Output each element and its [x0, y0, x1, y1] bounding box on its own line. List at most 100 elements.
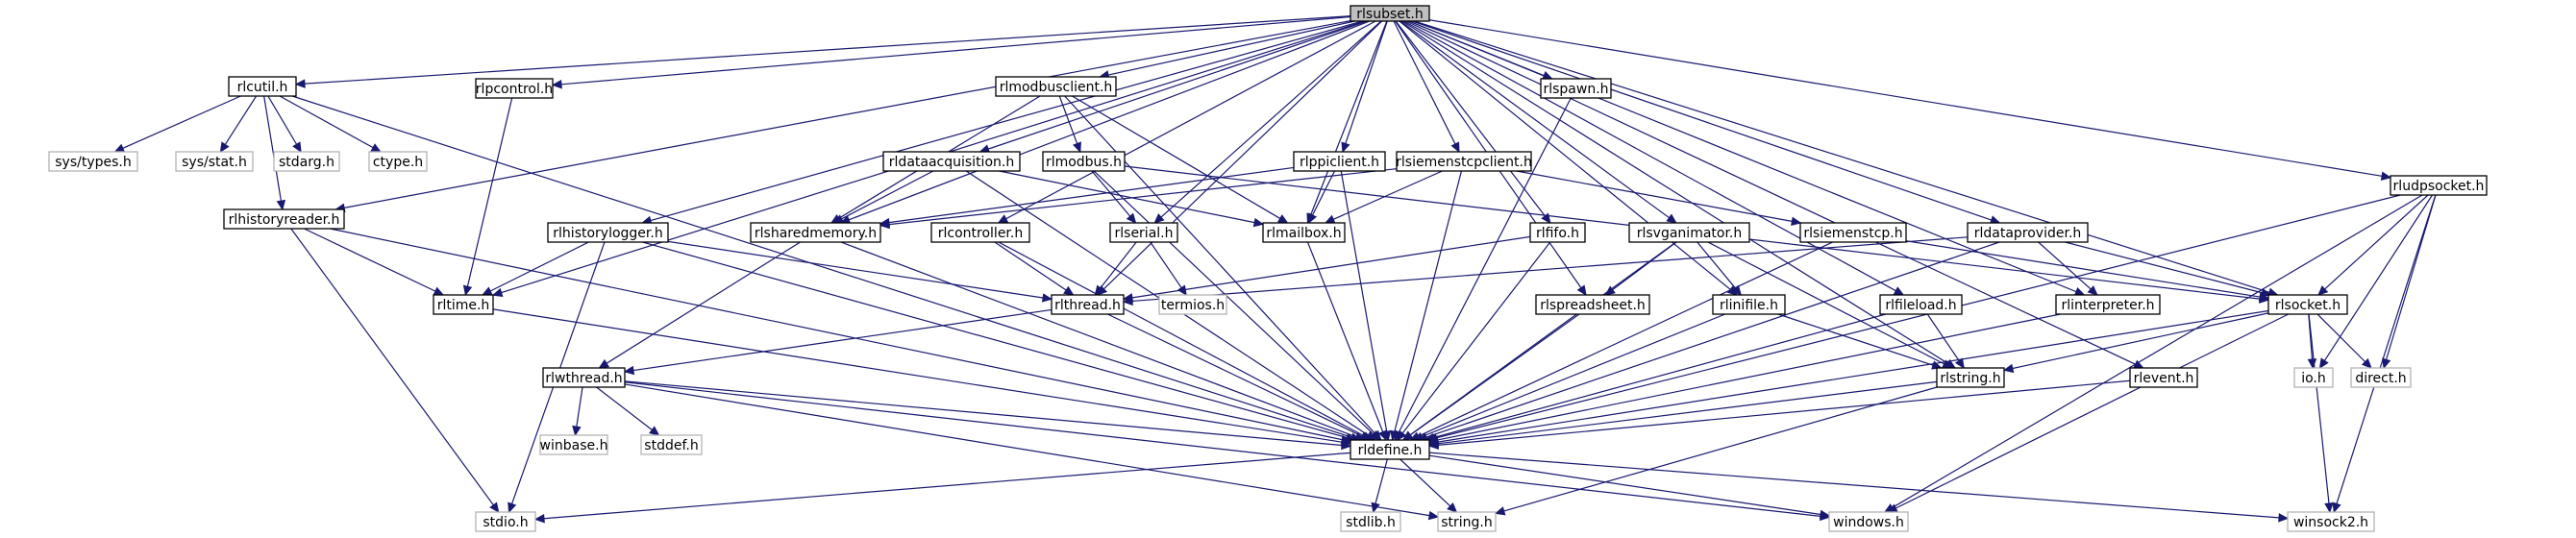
node-label: rlcontroller.h	[938, 226, 1023, 241]
node-rldefine[interactable]: rldefine.h	[1350, 439, 1430, 460]
node-rldataacquisition[interactable]: rldataacquisition.h	[882, 151, 1021, 172]
edge-line	[1093, 170, 1375, 435]
edge-line	[1398, 97, 1572, 433]
node-rlsocket[interactable]: rlsocket.h	[2267, 294, 2348, 315]
node-box	[1042, 151, 1126, 172]
node-box	[1879, 294, 1963, 315]
edge-line	[998, 241, 1365, 437]
node-rlsvganimator[interactable]: rlsvganimator.h	[1628, 222, 1750, 243]
edge-line	[466, 97, 513, 287]
edge-line	[1399, 20, 1670, 219]
node-box	[1828, 511, 1909, 532]
node-rlfileload[interactable]: rlfileload.h	[1879, 294, 1963, 315]
arrowhead-icon	[1252, 217, 1265, 228]
node-rlspreadsheet[interactable]: rlspreadsheet.h	[1535, 294, 1650, 315]
edge-line	[1100, 241, 1137, 289]
node-rlpcontrol[interactable]: rlpcontrol.h	[475, 78, 554, 99]
node-box	[1628, 222, 1750, 243]
node-rlstring[interactable]: rlstring.h	[1936, 367, 2005, 388]
node-label: rldataacquisition.h	[889, 155, 1014, 170]
arrowhead-icon	[433, 286, 445, 296]
edge-line	[122, 95, 241, 149]
node-rlppiclient[interactable]: rlppiclient.h	[1293, 151, 1386, 172]
node-label: rlspreadsheet.h	[1540, 298, 1646, 313]
edge-line	[1131, 235, 1531, 299]
edge-rludpsocket-to-windows	[1883, 194, 2423, 513]
node-rlsubset[interactable]: rlsubset.h	[1350, 5, 1430, 22]
node-rlcutil[interactable]: rlcutil.h	[228, 76, 297, 97]
arrowhead-icon	[2317, 285, 2329, 296]
edge-rlinifile-to-rldefine	[1412, 313, 1725, 441]
arrowhead-icon	[1893, 286, 1905, 296]
edge-line	[994, 241, 1067, 291]
edge-rlcutil-to-sysstat	[219, 95, 258, 154]
node-box	[2287, 511, 2375, 532]
node-label: rlcutil.h	[237, 80, 288, 95]
edge-line	[1428, 452, 2280, 519]
node-box	[1350, 5, 1430, 22]
node-box	[48, 151, 138, 172]
node-rlcontroller[interactable]: rlcontroller.h	[930, 222, 1030, 243]
node-box	[1340, 511, 1401, 532]
edge-line	[1428, 454, 1821, 516]
node-rlsharedmemory[interactable]: rlsharedmemory.h	[750, 222, 881, 243]
node-box	[1799, 222, 1907, 243]
node-rldataprovider[interactable]: rldataprovider.h	[1967, 222, 2089, 243]
edge-line	[667, 240, 1044, 299]
arrowhead-icon	[1341, 141, 1350, 154]
node-rludpsocket[interactable]: rludpsocket.h	[2390, 175, 2488, 196]
node-rlinifile[interactable]: rlinifile.h	[1712, 294, 1786, 315]
arrowhead-icon	[1427, 510, 1440, 521]
edge-line	[1892, 194, 2423, 508]
edge-rlcutil-to-ctype	[279, 95, 383, 153]
node-rltime[interactable]: rltime.h	[433, 294, 494, 315]
edge-line	[1340, 170, 1388, 432]
node-box	[930, 222, 1030, 243]
edge-line	[987, 20, 1368, 150]
arrowhead-icon	[2002, 363, 2015, 374]
edge-line	[841, 170, 934, 220]
node-box	[433, 294, 494, 315]
node-rlwthread[interactable]: rlwthread.h	[542, 367, 626, 388]
node-rlmodbusclient[interactable]: rlmodbusclient.h	[995, 76, 1117, 97]
node-label: sys/types.h	[55, 155, 131, 170]
edge-line	[624, 381, 1821, 517]
node-rlfifo[interactable]: rlfifo.h	[1529, 222, 1586, 243]
node-label: termios.h	[1161, 298, 1225, 313]
edge-line	[1102, 20, 1383, 290]
node-rlsiemenstcpclient[interactable]: rlsiemenstcpclient.h	[1396, 151, 1532, 172]
node-ioh: io.h	[2293, 367, 2334, 388]
node-label: winbase.h	[540, 438, 608, 453]
node-rlevent[interactable]: rlevent.h	[2129, 367, 2198, 388]
arrowhead-icon	[1494, 506, 1506, 516]
edge-rlmodbus-to-rlserial	[1091, 170, 1137, 224]
edge-line	[492, 308, 1343, 443]
node-box	[995, 76, 1117, 97]
edge-line	[1437, 309, 2269, 443]
node-rlinterpreter[interactable]: rlinterpreter.h	[2055, 294, 2161, 315]
edge-line	[999, 170, 1255, 224]
node-rlsiemenstcp[interactable]: rlsiemenstcp.h	[1799, 222, 1907, 243]
arrowhead-icon	[1153, 213, 1165, 224]
arrowhead-icon	[292, 141, 302, 154]
edge-line	[2386, 194, 2437, 360]
edge-rlserial-to-termios	[1150, 241, 1187, 297]
node-rlmodbus[interactable]: rlmodbus.h	[1042, 151, 1126, 172]
edge-rlsiemenstcp-to-rlsocket	[1905, 240, 2270, 302]
node-rlmailbox[interactable]: rlmailbox.h	[1262, 222, 1346, 243]
arrowhead-icon	[1307, 212, 1318, 225]
node-rlthread[interactable]: rlthread.h	[1051, 294, 1125, 315]
node-label: rludpsocket.h	[2393, 179, 2485, 194]
arrowhead-icon	[1954, 357, 1965, 370]
node-rlhistorylogger[interactable]: rlhistorylogger.h	[547, 222, 669, 243]
edge-rlsubset-to-rldataprovider	[1412, 20, 2001, 225]
node-rlhistoryreader[interactable]: rlhistoryreader.h	[223, 208, 345, 230]
edge-line	[304, 15, 1351, 85]
arrowhead-icon	[1126, 212, 1137, 224]
edge-rldefine-to-stdio	[533, 452, 1351, 524]
edge-rlsubset-to-rlpcontrol	[551, 15, 1351, 89]
node-rlserial[interactable]: rlserial.h	[1109, 222, 1178, 243]
node-label: rlstring.h	[1940, 371, 2000, 386]
edge-line	[290, 228, 494, 506]
node-rlspawn[interactable]: rlspawn.h	[1540, 78, 1612, 99]
